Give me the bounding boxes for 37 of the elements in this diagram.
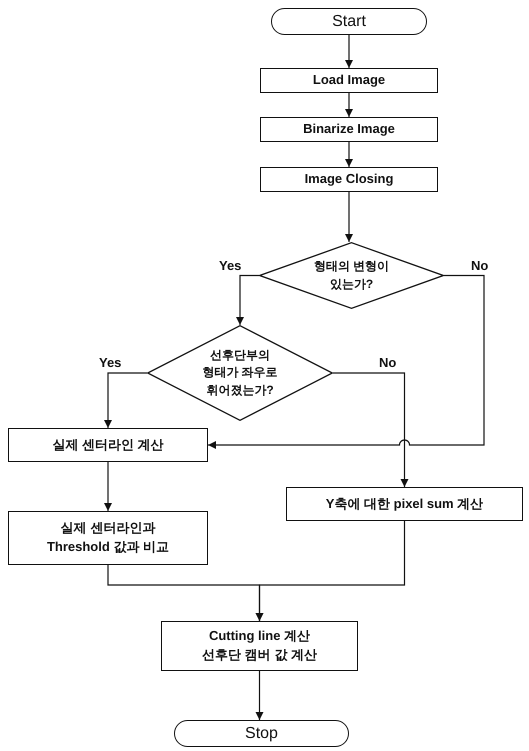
edge-label: No <box>470 258 490 273</box>
arrow <box>208 274 485 449</box>
node-text: 실제 센터라인 계산 <box>52 436 164 454</box>
arrow <box>345 142 353 167</box>
decision-diamond <box>147 325 333 421</box>
edge-label: No <box>378 355 398 370</box>
terminal-box <box>271 8 427 35</box>
edge-label: Yes <box>98 355 122 370</box>
node-text: Load Image <box>312 71 386 90</box>
node-text: Cutting line 계산 선후단 캠버 값 계산 <box>201 627 318 664</box>
process-box <box>260 117 438 142</box>
node-text: Image Closing <box>304 170 394 188</box>
arrow <box>345 35 353 68</box>
node-text: Stop <box>245 724 278 744</box>
arrow <box>345 93 353 117</box>
arrow <box>104 462 112 511</box>
arrow <box>256 671 264 720</box>
node-text: Binarize Image <box>303 120 395 138</box>
arrow <box>345 192 353 242</box>
process-box <box>161 621 358 671</box>
node-text: 실제 센터라인과 Threshold 값과 비교 <box>46 519 170 556</box>
node-text: Y축에 대한 pixel sum 계산 <box>326 494 484 513</box>
process-box <box>260 167 438 192</box>
node-text: 형태의 변형이 있는가? <box>312 258 390 292</box>
decision-diamond <box>259 242 444 309</box>
arrow <box>256 521 406 621</box>
node-text: Start <box>332 12 366 32</box>
process-box <box>260 68 438 93</box>
process-box <box>8 511 208 565</box>
process-box <box>8 428 208 462</box>
process-box <box>286 487 523 521</box>
arrow <box>236 274 259 325</box>
edge-label: Yes <box>218 258 242 273</box>
arrow <box>333 372 408 487</box>
terminal-box <box>174 720 349 747</box>
node-text: 선후단부의 형태가 좌우로 휘어졌는가? <box>201 346 279 399</box>
arrow <box>104 372 147 428</box>
